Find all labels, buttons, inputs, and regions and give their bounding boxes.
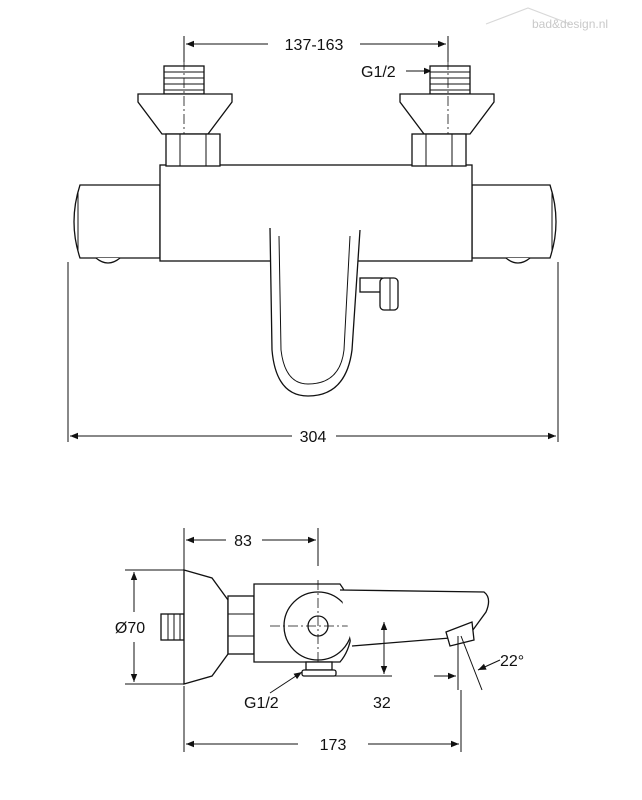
thread-label-front: G1/2 [361,64,396,81]
right-connector [399,60,495,167]
watermark-logo: bad&design.nl [485,7,608,31]
side-view: 83 Ø70 [115,528,524,754]
union-nut-side [227,595,255,655]
dimension-32: 32 [332,622,392,712]
dimension-304: 304 [67,262,559,446]
thread-callout-side: G1/2 [244,671,303,712]
diverter-knob-front [359,277,399,311]
angle-label: 22° [500,653,524,670]
spout-side [339,589,490,647]
mixer-housing [73,164,557,264]
dimension-83: 83 [183,528,319,570]
dimension-diameter-70: Ø70 [115,569,184,685]
diameter-label: Ø70 [115,620,145,637]
dimension-173: 173 [183,686,462,754]
watermark-text: bad&design.nl [532,17,608,31]
diverter-knob-side [301,661,337,677]
dimension-137-163-label: 137-163 [285,37,344,54]
dimension-83-label: 83 [234,533,252,550]
spout-front [269,227,361,397]
dimension-angle-22: 22° [434,635,524,691]
dimension-32-label: 32 [373,695,391,712]
dimension-137-163: 137-163 [183,36,449,62]
thread-callout-front: G1/2 [361,64,432,81]
dimension-304-label: 304 [300,429,327,446]
thread-label-side: G1/2 [244,695,279,712]
front-view: 137-163 G1/2 [67,36,559,446]
dimension-173-label: 173 [320,737,347,754]
left-connector [137,60,233,167]
wall-rosette [160,569,229,685]
